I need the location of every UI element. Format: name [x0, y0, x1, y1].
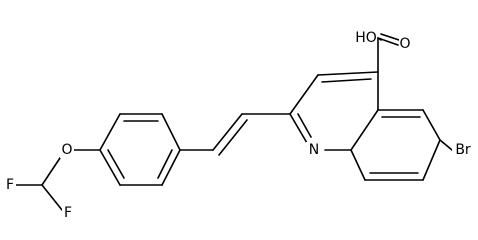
- bond-vinyl-double: [212, 113, 243, 151]
- atom-label-carbonyl-o: O: [399, 36, 410, 52]
- label-bg-oh: [355, 30, 377, 46]
- atom-label-fluorine-bottom: F: [64, 205, 72, 221]
- bond-c8-c8a: [350, 149, 366, 181]
- atom-label-bromine: Br: [455, 142, 471, 158]
- atom-label-ether-o: O: [61, 142, 72, 158]
- bond-c5-c6: [422, 109, 441, 141]
- atom-label-carboxyl-oh: HO: [355, 30, 377, 46]
- bond-cooh-c-o: [377, 37, 399, 46]
- molecule-structure: HO O N Br O F F: [4, 30, 474, 221]
- bond-c6-c7: [422, 139, 441, 181]
- bond-ph-6-1: [161, 149, 181, 186]
- bond-ph-6-1-inner: [157, 149, 173, 179]
- label-bg-f-bottom: [62, 205, 74, 221]
- bond-c3-c2: [289, 74, 319, 115]
- bond-ph-4-5-inner: [107, 149, 125, 179]
- label-bg-ether-o: [60, 142, 74, 158]
- label-bg-n: [306, 142, 322, 158]
- bond-layer: [15, 33, 453, 211]
- bond-c4-c3: [317, 71, 379, 76]
- atom-label-layer: HO O N Br O F F: [4, 30, 474, 221]
- bond-c2-n1: [289, 113, 308, 144]
- bond-cf2-f-bottom: [41, 184, 63, 211]
- label-bg-br: [452, 142, 474, 158]
- label-bg-f-top: [4, 177, 16, 193]
- bond-ph-3-4: [99, 113, 121, 151]
- bond-c4-c3-inner: [321, 78, 372, 83]
- bond-ph-1-2: [161, 113, 181, 151]
- atom-label-ring-n: N: [309, 142, 319, 158]
- bond-c2-n1-inner: [297, 113, 312, 138]
- bond-ph-4-5: [99, 149, 121, 186]
- bond-vinyl-double-inner: [218, 119, 248, 156]
- atom-label-fluorine-top: F: [6, 177, 14, 193]
- label-bg-o: [399, 36, 411, 52]
- bond-o-cf2: [41, 157, 61, 186]
- bond-cooh-c-o-double: [380, 33, 400, 41]
- bond-c6-br: [439, 139, 453, 151]
- bond-c8a-c4a: [350, 109, 379, 151]
